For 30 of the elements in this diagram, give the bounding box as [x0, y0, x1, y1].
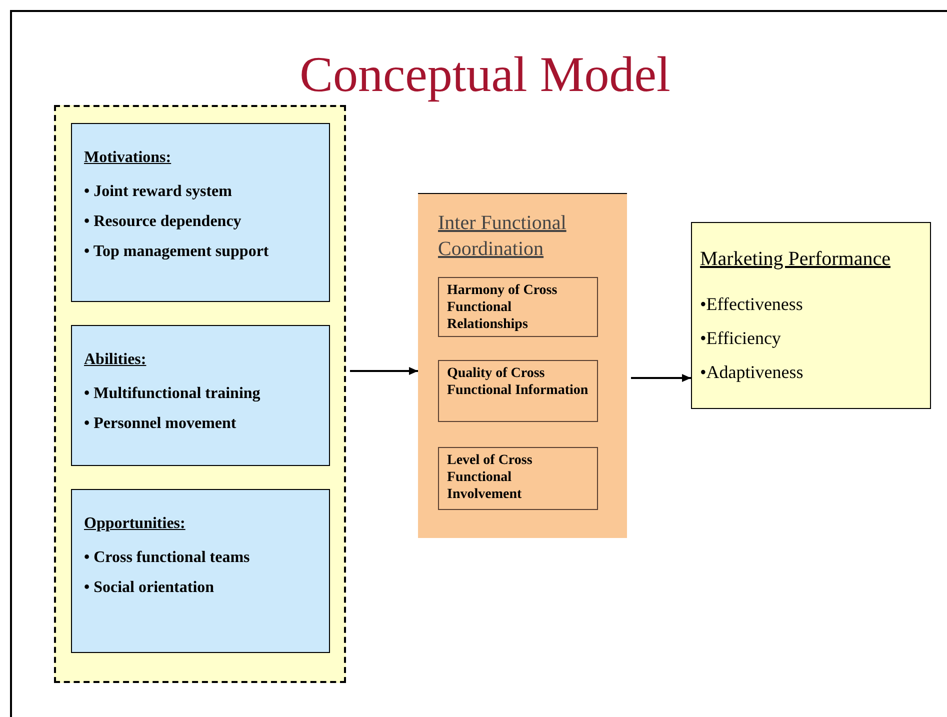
bullet-item: • Social orientation — [84, 578, 214, 598]
bullet-item: • Cross functional teams — [84, 548, 250, 568]
bullet-item: • Personnel movement — [84, 414, 236, 434]
factor-heading: Opportunities: — [84, 514, 186, 534]
title: Conceptual Model — [298, 45, 672, 104]
coordination-panel — [418, 193, 627, 538]
dimension-text: Quality of Cross Functional Information — [447, 365, 589, 399]
factor-heading: Abilities: — [84, 350, 146, 370]
bullet-item: •Efficiency — [700, 327, 781, 350]
dashed-group-box — [54, 105, 346, 683]
outcome-box — [691, 222, 931, 409]
arrow — [631, 374, 691, 382]
factor-heading: Motivations: — [84, 148, 172, 168]
factor-box — [71, 325, 330, 466]
dimension-box — [438, 447, 598, 510]
factor-box — [71, 123, 330, 302]
panel-heading: Inter Functional Coordination — [438, 211, 568, 262]
dimension-box — [438, 277, 598, 337]
outcome-heading: Marketing Performance — [700, 247, 890, 271]
bullet-item: • Multifunctional training — [84, 384, 260, 404]
bullet-item: •Effectiveness — [700, 293, 803, 316]
bullet-item: • Top management support — [84, 242, 269, 262]
arrow — [350, 367, 418, 375]
bullet-item: •Adaptiveness — [700, 361, 804, 384]
dimension-text: Level of Cross Functional Involvement — [447, 452, 534, 503]
bullet-item: • Joint reward system — [84, 182, 232, 202]
factor-box — [71, 489, 330, 653]
dimension-box — [438, 360, 598, 422]
bullet-item: • Resource dependency — [84, 212, 242, 232]
dimension-text: Harmony of Cross Functional Relationships — [447, 282, 558, 333]
